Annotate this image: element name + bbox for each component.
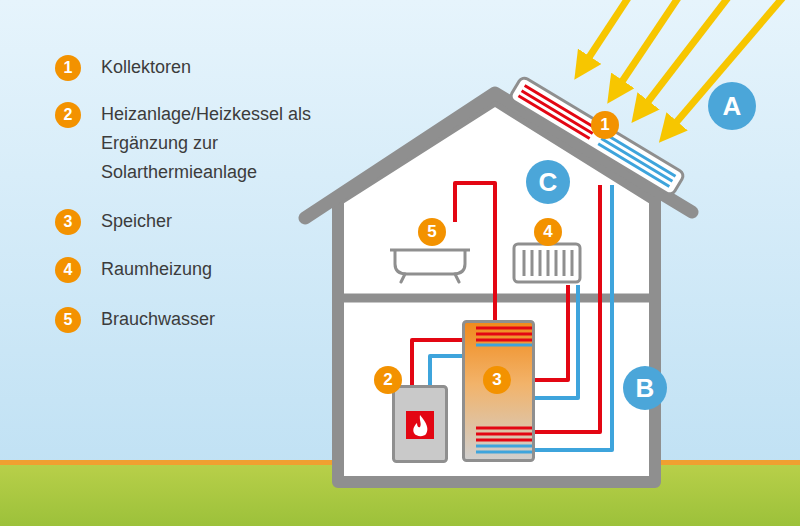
callout-number: 1 <box>591 111 619 139</box>
legend-text: Heizanlage/Heizkessel als Ergänzung zur … <box>101 100 316 187</box>
callout-number: 5 <box>418 218 446 246</box>
legend-number: 3 <box>55 209 81 235</box>
legend-number: 5 <box>55 307 81 333</box>
zone-letter: A <box>723 91 742 122</box>
storage-tank: 3 <box>462 320 535 462</box>
callout-number: 4 <box>534 218 562 246</box>
legend-text: Brauchwasser <box>101 305 341 334</box>
pipe <box>430 356 462 385</box>
boiler: 2 <box>392 385 448 463</box>
pipe <box>535 285 568 380</box>
legend-text: Speicher <box>101 207 341 236</box>
zone-marker: B <box>623 366 667 410</box>
radiator: 4 <box>512 222 582 285</box>
zone-marker: C <box>526 160 570 204</box>
bathtub: 5 <box>385 222 475 284</box>
pipe <box>535 185 600 432</box>
legend-number: 4 <box>55 257 81 283</box>
zone-marker: A <box>708 82 756 130</box>
zone-letter: B <box>636 373 655 404</box>
legend-text: Kollektoren <box>101 53 341 82</box>
pipe <box>535 185 612 450</box>
pipe <box>535 285 578 398</box>
legend-number: 1 <box>55 55 81 81</box>
zone-letter: C <box>539 167 558 198</box>
callout-number: 2 <box>374 366 402 394</box>
legend-number: 2 <box>55 102 81 128</box>
legend-text: Raumheizung <box>101 255 341 284</box>
callout-number: 3 <box>483 366 511 394</box>
pipe <box>412 340 462 385</box>
